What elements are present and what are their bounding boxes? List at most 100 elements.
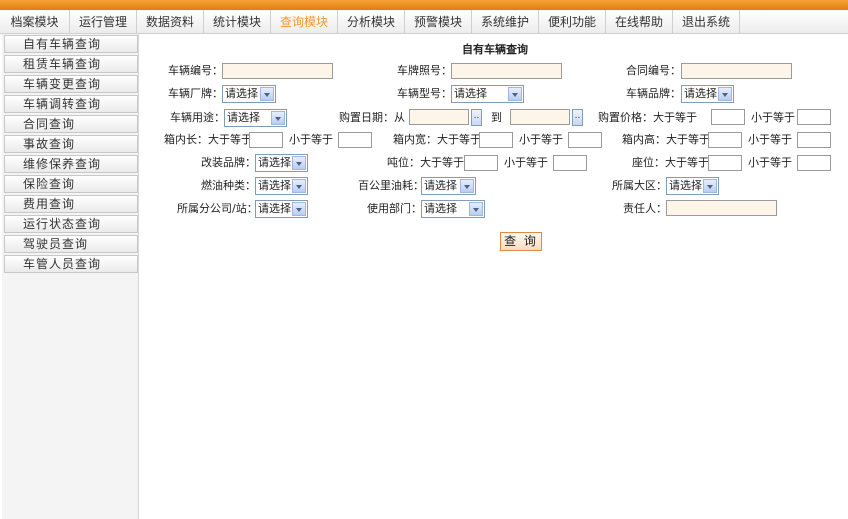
inner-width-label: 箱内宽：大于等于: [393, 133, 481, 146]
chevron-down-icon: [703, 179, 717, 193]
mod-brand-select[interactable]: 请选择: [255, 154, 308, 172]
sidebar-item-contract[interactable]: 合同查询: [4, 115, 138, 133]
sidebar-item-own-vehicles[interactable]: 自有车辆查询: [4, 35, 138, 53]
usage-label: 车辆用途：: [170, 111, 225, 124]
plate-no-input[interactable]: [451, 63, 562, 79]
vehicle-no-input[interactable]: [222, 63, 333, 79]
department-label: 使用部门：: [367, 202, 422, 215]
region-select-value: 请选择: [669, 179, 702, 192]
tab-convenience[interactable]: 便利功能: [539, 10, 606, 34]
responsible-label: 责任人：: [623, 202, 667, 215]
tab-logout[interactable]: 退出系统: [673, 10, 740, 34]
branch-select-value: 请选择: [258, 202, 291, 215]
inner-width-max-input[interactable]: [568, 132, 602, 148]
inner-height-min-input[interactable]: [708, 132, 742, 148]
vehicle-no-label: 车辆编号：: [168, 64, 223, 77]
tab-operations[interactable]: 运行管理: [70, 10, 137, 34]
chevron-down-icon: [460, 179, 474, 193]
tab-maintenance[interactable]: 系统维护: [472, 10, 539, 34]
responsible-input[interactable]: [666, 200, 777, 216]
contract-no-label: 合同编号：: [626, 64, 681, 77]
tonnage-min-input[interactable]: [464, 155, 498, 171]
fuel-type-select[interactable]: 请选择: [255, 177, 308, 195]
chevron-down-icon: [271, 111, 285, 125]
purchase-date-from-input[interactable]: [409, 109, 469, 125]
purchase-date-label: 购置日期：从: [339, 111, 405, 124]
chevron-down-icon: [292, 202, 306, 216]
to-label: 到: [491, 111, 502, 124]
manufacturer-select[interactable]: 请选择: [222, 85, 276, 103]
main-nav: 档案模块 运行管理 数据资料 统计模块 查询模块 分析模块 预警模块 系统维护 …: [0, 10, 848, 34]
manufacturer-select-value: 请选择: [225, 87, 258, 100]
sidebar-item-leased-vehicles[interactable]: 租赁车辆查询: [4, 55, 138, 73]
purchase-price-max-input[interactable]: [797, 109, 831, 125]
usage-select-value: 请选择: [227, 111, 260, 124]
mod-brand-label: 改装品牌：: [201, 156, 256, 169]
sidebar-item-driver[interactable]: 驾驶员查询: [4, 235, 138, 253]
brand-label: 车辆品牌：: [626, 87, 681, 100]
region-select[interactable]: 请选择: [666, 177, 719, 195]
chevron-down-icon: [718, 87, 732, 101]
department-select[interactable]: 请选择: [421, 200, 485, 218]
sidebar: 自有车辆查询 租赁车辆查询 车辆变更查询 车辆调转查询 合同查询 事故查询 维修…: [2, 34, 139, 519]
tonnage-max-input[interactable]: [553, 155, 587, 171]
chevron-down-icon: [469, 202, 483, 216]
tab-statistics[interactable]: 统计模块: [204, 10, 271, 34]
chevron-down-icon: [292, 156, 306, 170]
tonnage-label: 吨位：大于等于: [387, 156, 464, 169]
tab-query[interactable]: 查询模块: [271, 10, 338, 34]
inner-width-min-input[interactable]: [479, 132, 513, 148]
chevron-down-icon: [292, 179, 306, 193]
tab-archive[interactable]: 档案模块: [0, 10, 70, 34]
seats-label: 座位：大于等于: [632, 156, 709, 169]
sidebar-item-vehicle-change[interactable]: 车辆变更查询: [4, 75, 138, 93]
sidebar-item-running-status[interactable]: 运行状态查询: [4, 215, 138, 233]
inner-length-min-input[interactable]: [249, 132, 283, 148]
tab-data[interactable]: 数据资料: [137, 10, 204, 34]
tonnage-max-label: 小于等于: [504, 156, 548, 169]
top-accent-bar: [0, 0, 848, 10]
sidebar-item-fleet-staff[interactable]: 车管人员查询: [4, 255, 138, 273]
fuel-consumption-select[interactable]: 请选择: [421, 177, 476, 195]
fuel-consumption-select-value: 请选择: [424, 179, 457, 192]
inner-length-label: 箱内长：大于等于: [164, 133, 252, 146]
usage-select[interactable]: 请选择: [224, 109, 287, 127]
inner-length-max-label: 小于等于: [289, 133, 333, 146]
inner-length-max-input[interactable]: [338, 132, 372, 148]
region-label: 所属大区：: [612, 179, 667, 192]
plate-no-label: 车牌照号：: [397, 64, 452, 77]
fuel-consumption-label: 百公里油耗：: [358, 179, 424, 192]
branch-label: 所属分公司/站：: [177, 202, 258, 215]
sidebar-item-vehicle-transfer[interactable]: 车辆调转查询: [4, 95, 138, 113]
page-title: 自有车辆查询: [462, 43, 528, 56]
tab-help[interactable]: 在线帮助: [606, 10, 673, 34]
seats-min-input[interactable]: [708, 155, 742, 171]
mod-brand-select-value: 请选择: [258, 156, 291, 169]
sidebar-item-accident[interactable]: 事故查询: [4, 135, 138, 153]
chevron-down-icon: [260, 87, 274, 101]
inner-height-max-input[interactable]: [797, 132, 831, 148]
tab-analysis[interactable]: 分析模块: [338, 10, 405, 34]
inner-height-max-label: 小于等于: [748, 133, 792, 146]
fuel-type-label: 燃油种类：: [201, 179, 256, 192]
contract-no-input[interactable]: [681, 63, 792, 79]
inner-height-label: 箱内高：大于等于: [622, 133, 710, 146]
search-button[interactable]: 查 询: [500, 232, 542, 251]
branch-select[interactable]: 请选择: [255, 200, 308, 218]
model-select[interactable]: 请选择: [451, 85, 524, 103]
inner-width-max-label: 小于等于: [519, 133, 563, 146]
tab-warning[interactable]: 预警模块: [405, 10, 472, 34]
seats-max-input[interactable]: [797, 155, 831, 171]
purchase-price-min-input[interactable]: [711, 109, 745, 125]
purchase-price-max-label: 小于等于: [751, 111, 795, 124]
date-picker-to-button[interactable]: ..: [572, 109, 583, 126]
sidebar-item-insurance[interactable]: 保险查询: [4, 175, 138, 193]
main-content: [141, 34, 848, 519]
fuel-type-select-value: 请选择: [258, 179, 291, 192]
date-picker-from-button[interactable]: ..: [471, 109, 482, 126]
sidebar-item-cost[interactable]: 费用查询: [4, 195, 138, 213]
model-select-value: 请选择: [454, 87, 487, 100]
brand-select[interactable]: 请选择: [681, 85, 734, 103]
sidebar-item-maintenance[interactable]: 维修保养查询: [4, 155, 138, 173]
purchase-date-to-input[interactable]: [510, 109, 570, 125]
